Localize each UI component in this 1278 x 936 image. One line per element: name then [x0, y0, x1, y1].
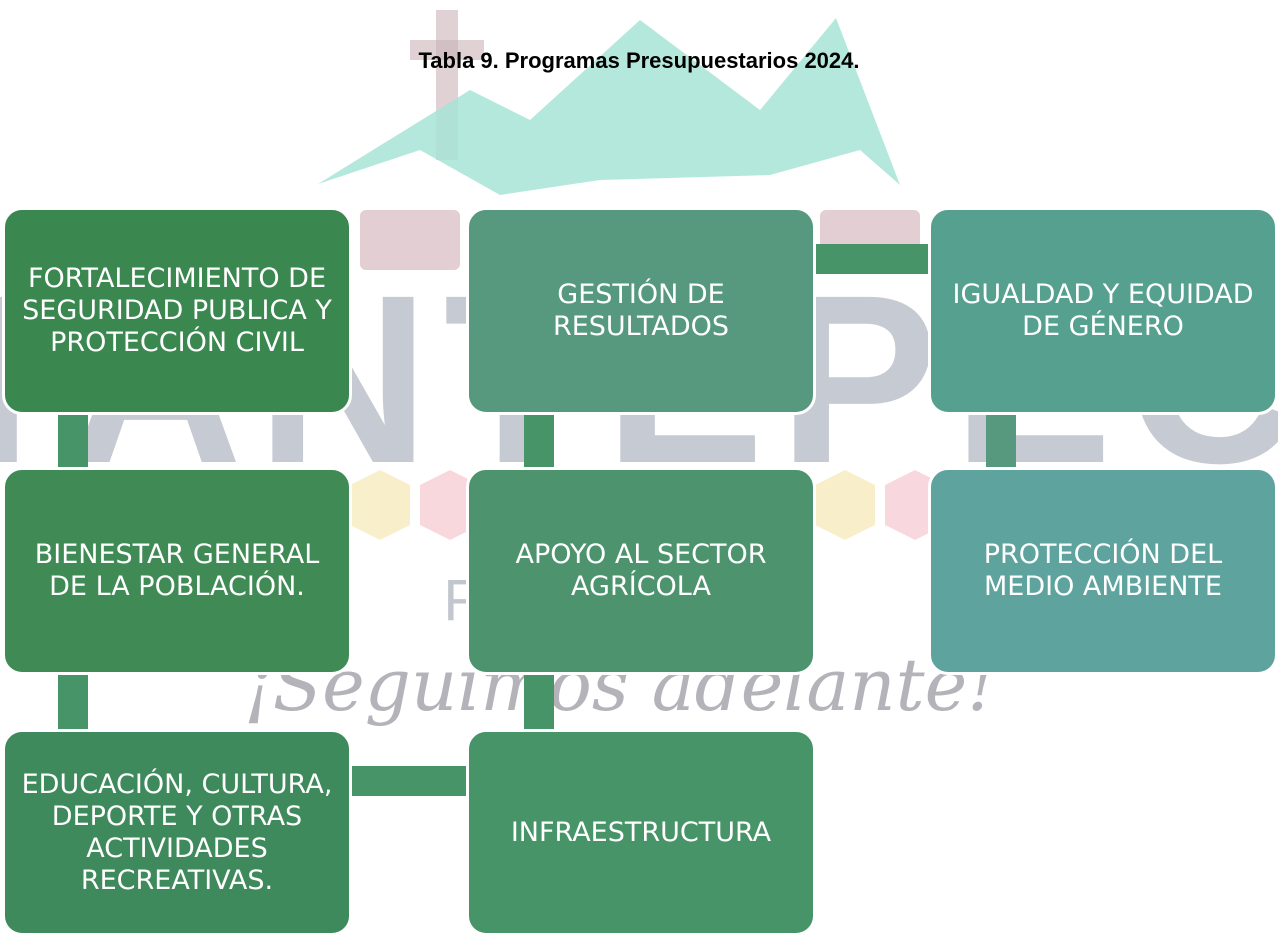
node-infraestructura-label: INFRAESTRUCTURA [510, 816, 772, 848]
connector-resultados-igualdad [814, 244, 932, 274]
node-resultados-label: GESTIÓN DE RESULTADOS [552, 279, 730, 342]
node-educacion-label: EDUCACIÓN, CULTURA, DEPORTE Y OTRAS ACTI… [21, 768, 333, 896]
node-resultados: GESTIÓN DE RESULTADOS [466, 207, 816, 415]
node-igualdad: IGUALDAD Y EQUIDAD DE GÉNERO [928, 207, 1278, 415]
connector-educacion-infraestructura [350, 766, 468, 796]
node-bienestar-label: BIENESTAR GENERAL DE LA POBLACIÓN. [34, 539, 320, 602]
node-igualdad-label: IGUALDAD Y EQUIDAD DE GÉNERO [952, 279, 1254, 342]
watermark-cross-vertical [436, 10, 458, 160]
node-seguridad-label: FORTALECIMIENTO DE SEGURIDAD PUBLICA Y P… [22, 263, 332, 358]
connector-agricola-resultados [524, 412, 554, 470]
connector-bienestar-educacion [58, 674, 88, 732]
node-agricola: APOYO AL SECTOR AGRÍCOLA [466, 467, 816, 675]
connector-seguridad-bienestar [58, 412, 88, 470]
connector-infraestructura-agricola [524, 674, 554, 732]
node-bienestar: BIENESTAR GENERAL DE LA POBLACIÓN. [2, 467, 352, 675]
diagram-title: Tabla 9. Programas Presupuestarios 2024. [418, 48, 860, 73]
node-agricola-label: APOYO AL SECTOR AGRÍCOLA [515, 539, 767, 602]
node-seguridad: FORTALECIMIENTO DE SEGURIDAD PUBLICA Y P… [2, 207, 352, 415]
node-ambiente-label: PROTECCIÓN DEL MEDIO AMBIENTE [983, 539, 1223, 602]
node-educacion: EDUCACIÓN, CULTURA, DEPORTE Y OTRAS ACTI… [2, 729, 352, 936]
node-infraestructura: INFRAESTRUCTURA [466, 729, 816, 936]
watermark-mountain-arrow [318, 18, 900, 195]
node-ambiente: PROTECCIÓN DEL MEDIO AMBIENTE [928, 467, 1278, 675]
connector-igualdad-ambiente [986, 412, 1016, 470]
